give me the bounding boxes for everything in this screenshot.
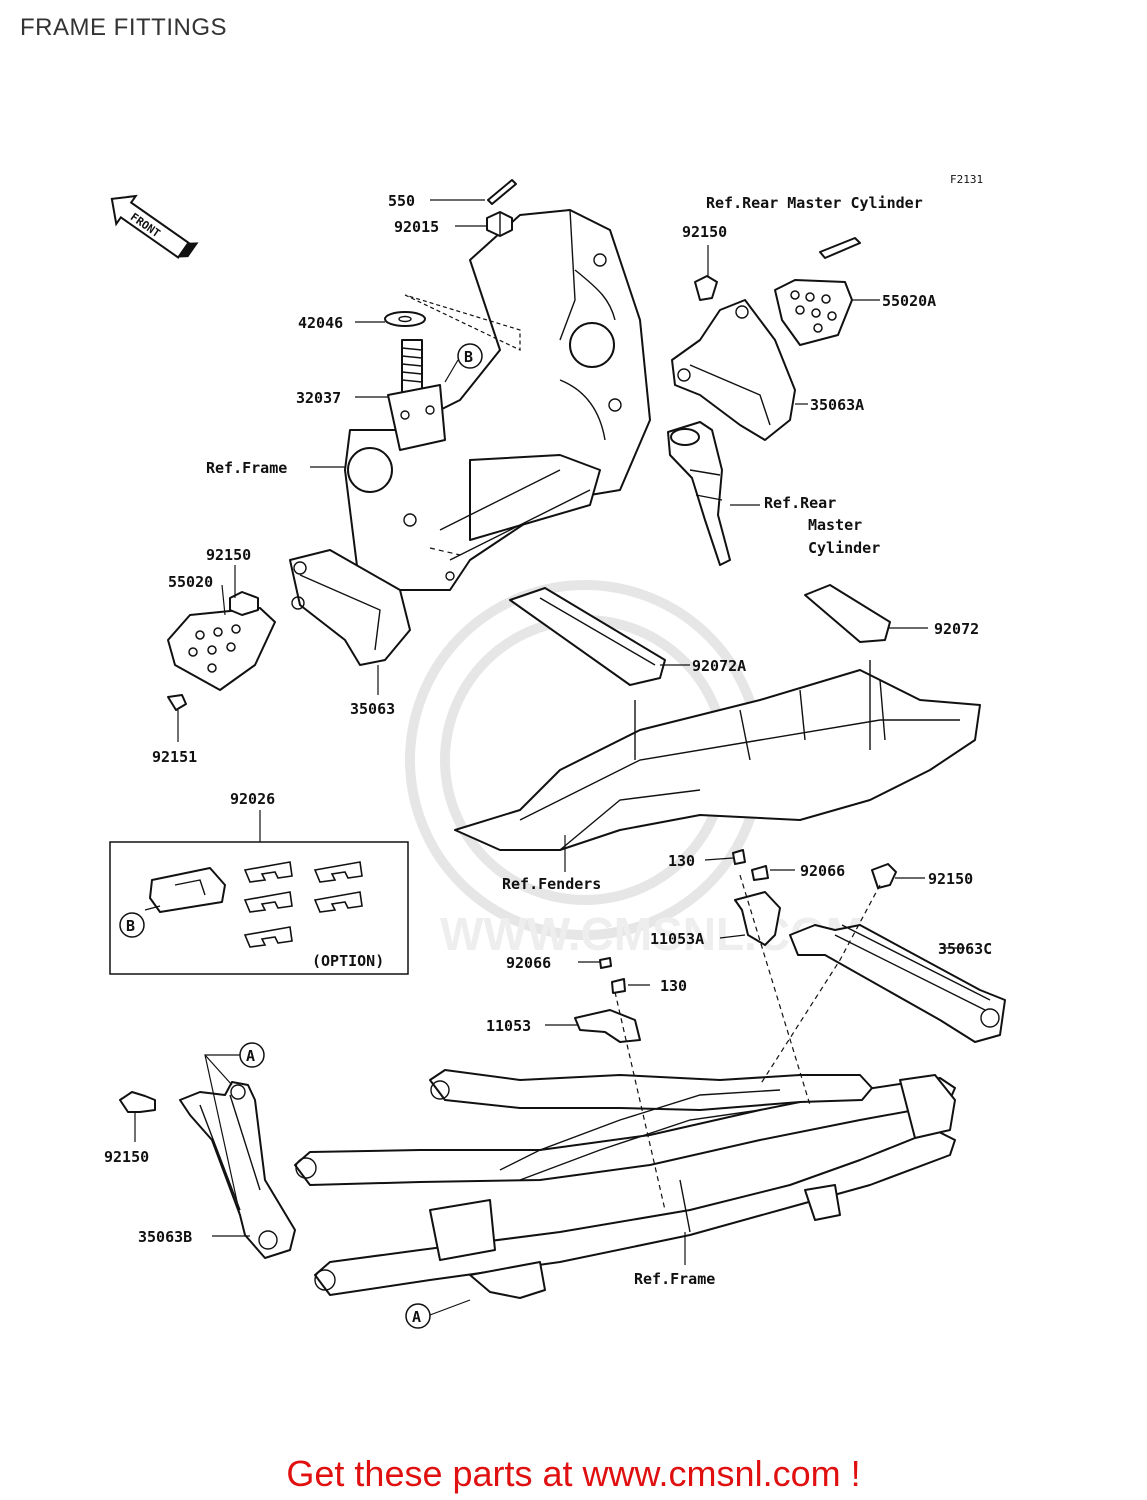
callout-130-mid: 130 xyxy=(660,977,687,995)
front-arrow-icon: FRONT xyxy=(110,194,199,259)
callout-92072a: 92072A xyxy=(692,657,746,675)
callout-92072: 92072 xyxy=(934,620,979,638)
callout-92150-bottom: 92150 xyxy=(104,1148,149,1166)
mark-a-circle-icon xyxy=(239,1042,265,1068)
callout-ref-rear-master-2c: Cylinder xyxy=(808,539,880,557)
callout-55020a: 55020A xyxy=(882,292,936,310)
callout-92015: 92015 xyxy=(394,218,439,236)
mark-a-1: A xyxy=(246,1047,255,1065)
rear-subframe xyxy=(294,1069,956,1299)
mark-a-2: A xyxy=(412,1308,421,1326)
callout-92150-top: 92150 xyxy=(682,223,727,241)
callout-ref-rear-master-2a: Ref.Rear xyxy=(764,494,836,512)
callout-550: 550 xyxy=(388,192,415,210)
frame-pivot-assembly xyxy=(344,179,651,591)
fender-assembly xyxy=(454,584,981,851)
mark-a-circle-icon xyxy=(405,1303,431,1329)
shim-icons xyxy=(243,861,363,948)
small-brackets xyxy=(574,849,781,1043)
callout-92151: 92151 xyxy=(152,748,197,766)
reference-marks: B B A A xyxy=(119,343,483,1329)
callout-35063: 35063 xyxy=(350,700,395,718)
callout-35063c: 35063C xyxy=(938,940,992,958)
callout-92150-right: 92150 xyxy=(928,870,973,888)
callout-labels: 550 92015 42046 32037 Ref.Frame 92150 55… xyxy=(104,192,992,1288)
callout-130-top: 130 xyxy=(668,852,695,870)
callout-55020: 55020 xyxy=(168,573,213,591)
passenger-footrest-right xyxy=(789,863,1006,1043)
footer-promo-link[interactable]: Get these parts at www.cmsnl.com ! xyxy=(286,1453,861,1494)
callout-ref-frame-bottom: Ref.Frame xyxy=(634,1270,715,1288)
leader-lines xyxy=(134,199,965,1316)
figure-code: F2131 xyxy=(950,173,983,186)
callout-92150-left: 92150 xyxy=(206,546,251,564)
page-title: FRAME FITTINGS xyxy=(20,14,227,41)
mark-b-2: B xyxy=(126,917,135,935)
callout-42046: 42046 xyxy=(298,314,343,332)
callout-92026: 92026 xyxy=(230,790,275,808)
passenger-footrest-left xyxy=(119,1081,296,1259)
callout-ref-rear-master-1: Ref.Rear Master Cylinder xyxy=(706,194,923,212)
mark-b-circle-icon xyxy=(457,343,483,369)
callout-ref-fenders: Ref.Fenders xyxy=(502,875,601,893)
mark-b-1: B xyxy=(464,348,473,366)
mark-b-circle-icon xyxy=(119,912,145,938)
option-shim-box xyxy=(109,841,409,975)
right-footrest-assembly xyxy=(667,237,861,566)
callout-ref-frame-top: Ref.Frame xyxy=(206,459,287,477)
callout-11053: 11053 xyxy=(486,1017,531,1035)
callout-option: (OPTION) xyxy=(312,952,384,970)
callout-ref-rear-master-2b: Master xyxy=(808,516,862,534)
left-footrest-assembly xyxy=(167,549,411,711)
callout-92066-top: 92066 xyxy=(800,862,845,880)
callout-92066-mid: 92066 xyxy=(506,954,551,972)
callout-32037: 32037 xyxy=(296,389,341,407)
callout-11053a: 11053A xyxy=(650,930,704,948)
callout-35063a: 35063A xyxy=(810,396,864,414)
callout-35063b: 35063B xyxy=(138,1228,192,1246)
